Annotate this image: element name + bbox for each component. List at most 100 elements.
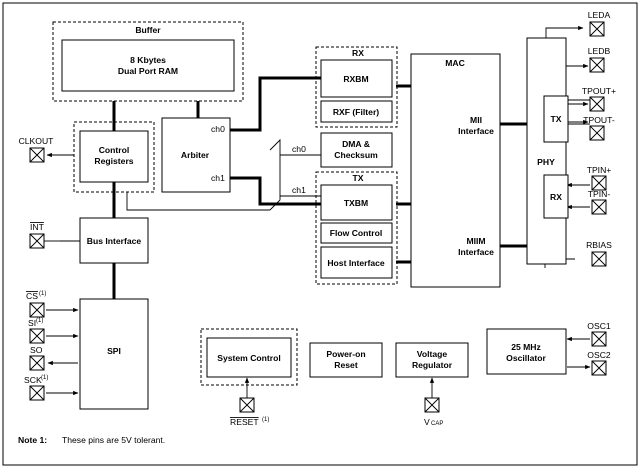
- buffer-label: Buffer: [135, 25, 161, 35]
- mii-label-line1: MII: [470, 115, 482, 125]
- pin-clkout-terminal: [29, 147, 45, 163]
- bus-interface-label: Bus Interface: [87, 236, 142, 246]
- power-on-reset-line2: Reset: [334, 360, 358, 370]
- pin-si-footnote: (1): [36, 318, 43, 324]
- spi-label: SPI: [107, 346, 121, 356]
- dma-label-line1: DMA &: [342, 139, 370, 149]
- arbiter-ch0-label: ch0: [211, 124, 225, 134]
- pin-cs-footnote: (1): [39, 291, 46, 297]
- rxf-label: RXF (Filter): [333, 107, 379, 117]
- pin-tpin-plus-terminal: [591, 175, 607, 191]
- pin-leda-terminal: [589, 21, 605, 37]
- voltage-regulator-block: [395, 342, 469, 378]
- power-on-reset-block: [309, 342, 383, 378]
- leda-arrow: [545, 25, 584, 38]
- rxf-block: [320, 100, 393, 123]
- tpout-plus-line: [565, 99, 590, 110]
- voltage-regulator-line2: Regulator: [412, 360, 453, 370]
- pin-osc1-terminal: [591, 331, 607, 347]
- pin-osc1-label: OSC1: [587, 321, 611, 331]
- control-registers-line1: Control: [99, 145, 130, 155]
- pin-rbias-terminal: [591, 251, 607, 267]
- control-to-dma: [126, 192, 270, 211]
- outer-frame: [2, 2, 638, 466]
- note-text: These pins are 5V tolerant.: [62, 435, 165, 445]
- oscillator-block: [486, 328, 567, 375]
- bus-ch0-to-rxbm: [230, 76, 321, 132]
- pin-sck-footnote: (1): [41, 375, 48, 381]
- pin-terminals: [29, 21, 607, 413]
- bus-ch1-label: ch1: [292, 185, 306, 195]
- pin-osc2-label: OSC2: [587, 350, 611, 360]
- arbiter-ch1-label: ch1: [211, 173, 225, 183]
- dma-mux: [269, 138, 281, 211]
- flow-control-block: [320, 222, 393, 244]
- phy-tx-block: [543, 95, 569, 143]
- mii-label-line2: Interface: [458, 126, 494, 136]
- pin-reset-footnote: (1): [262, 417, 269, 423]
- host-interface-block: [320, 246, 393, 279]
- phy-rx-block: [543, 174, 569, 219]
- pin-tpout-minus-terminal: [589, 125, 605, 141]
- system-control-block: [206, 337, 292, 378]
- phy-block: [526, 37, 567, 265]
- bus-ch1-to-txbm: [230, 176, 321, 206]
- pin-osc2-terminal: [591, 360, 607, 376]
- pin-int-terminal: [29, 233, 60, 249]
- tx-group-label: TX: [353, 173, 364, 183]
- pin-so-label: SO: [30, 345, 43, 355]
- phy-rx-label: RX: [550, 192, 562, 202]
- pin-tpin-minus-terminal: [591, 199, 607, 215]
- mac-block: [410, 53, 501, 288]
- pin-clkout-label: CLKOUT: [19, 136, 55, 146]
- pin-sck-terminal: [29, 385, 45, 401]
- pin-tpout-plus-label: TPOUT+: [582, 86, 616, 96]
- arbiter-label: Arbiter: [181, 150, 210, 160]
- flow-control-label: Flow Control: [330, 228, 383, 238]
- ram-label-line2: Dual Port RAM: [118, 66, 178, 76]
- dma-label-line2: Checksum: [334, 150, 378, 160]
- rx-group-label: RX: [352, 48, 364, 58]
- phy-tx-label: TX: [551, 114, 562, 124]
- control-registers-line2: Registers: [94, 156, 133, 166]
- phy-label: PHY: [537, 157, 555, 167]
- control-registers-group: [73, 121, 155, 193]
- host-interface-label: Host Interface: [327, 258, 385, 268]
- dma-block: [320, 132, 393, 168]
- pin-si-label: SI: [28, 318, 36, 328]
- pin-vcap-terminal: [424, 397, 440, 413]
- pin-ledb-terminal: [589, 57, 605, 73]
- pin-ledb-label: LEDB: [588, 46, 611, 56]
- pin-vcap-label: V: [424, 417, 430, 427]
- pin-cs-label: CS: [26, 291, 38, 301]
- pin-tpout-plus-terminal: [589, 96, 605, 112]
- rxbm-label: RXBM: [343, 74, 368, 84]
- pin-tpin-plus-label: TPIN+: [587, 165, 612, 175]
- pin-so-terminal: [29, 355, 45, 371]
- bus-ch0-label: ch0: [292, 144, 306, 154]
- arrows: [46, 25, 591, 398]
- tx-group: [315, 171, 398, 285]
- system-control-group: [200, 328, 298, 386]
- rxbm-block: [320, 59, 393, 98]
- pin-rbias-label: RBIAS: [586, 240, 612, 250]
- txbm-label: TXBM: [344, 198, 368, 208]
- oscillator-line1: 25 MHz: [511, 342, 541, 352]
- pin-tpout-minus-label: TPOUT-: [583, 115, 615, 125]
- rx-group: [315, 46, 398, 128]
- txbm-block: [320, 184, 393, 221]
- oscillator-line2: Oscillator: [506, 353, 546, 363]
- bus-interface-block: [79, 217, 149, 264]
- miim-label-line1: MIIM: [466, 236, 485, 246]
- mac-label: MAC: [445, 58, 465, 68]
- miim-label-line2: Interface: [458, 247, 494, 257]
- ram-block: [61, 39, 235, 92]
- pin-tpin-minus-label: TPIN-: [588, 189, 611, 199]
- pin-sck-label: SCK: [24, 375, 42, 385]
- pin-reset-terminal: [239, 397, 255, 413]
- spi-block: [79, 298, 149, 410]
- system-control-label: System Control: [217, 353, 281, 363]
- buffer-group: [52, 21, 244, 102]
- pin-leda-label: LEDA: [588, 10, 611, 20]
